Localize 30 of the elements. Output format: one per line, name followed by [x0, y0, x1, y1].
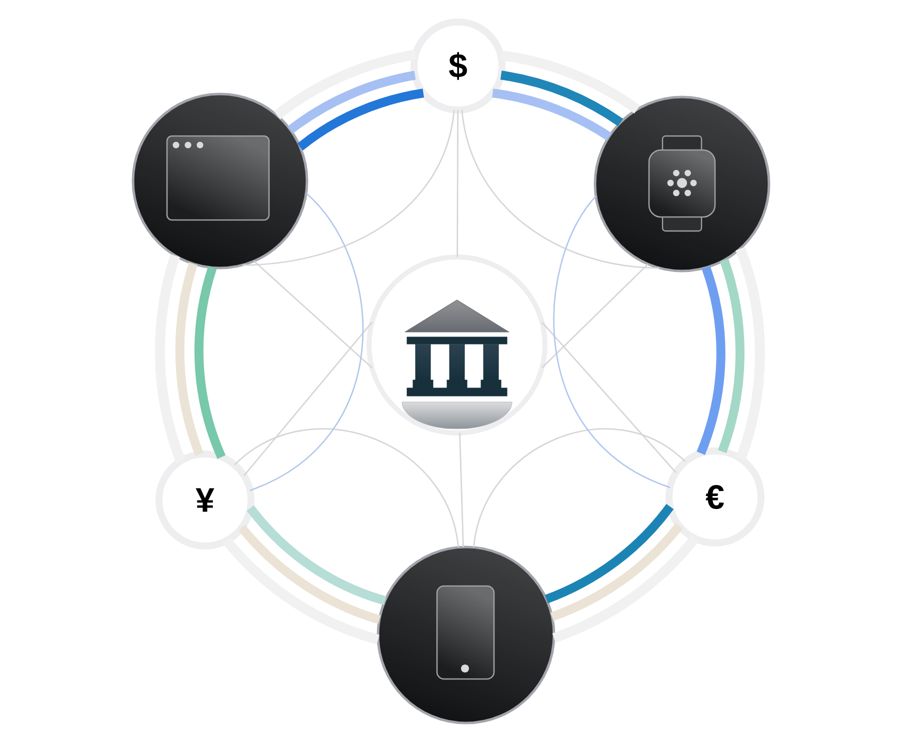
ring-arc [500, 70, 623, 126]
ring-arc [492, 88, 612, 140]
ring-arc [696, 266, 726, 455]
ring-arc [550, 523, 683, 621]
connector-line [459, 432, 464, 548]
ring-arc [718, 258, 744, 453]
device-circle [594, 96, 770, 272]
connector-line [541, 322, 677, 474]
device-circle [376, 546, 556, 724]
connector-curve [461, 110, 660, 269]
ring-arc [297, 88, 424, 151]
ring-arc [544, 504, 674, 604]
connector-curve [472, 428, 686, 548]
connector-line [254, 260, 372, 368]
ring-arc [288, 70, 416, 134]
connector-curve [234, 428, 460, 548]
ring-arc [175, 262, 204, 456]
connector-line [542, 264, 648, 368]
connector-curve [242, 110, 455, 266]
ring-arc [246, 505, 386, 605]
ring-arc [238, 524, 381, 624]
connector-curve [250, 192, 364, 492]
ring-arc [155, 254, 186, 463]
ring-arc [736, 246, 765, 460]
ring-arc [194, 266, 226, 459]
connector-line [243, 322, 373, 476]
device-circle [132, 92, 308, 270]
ring-arc [274, 50, 416, 120]
connector-curve [553, 196, 670, 488]
connector-line [456, 110, 459, 257]
